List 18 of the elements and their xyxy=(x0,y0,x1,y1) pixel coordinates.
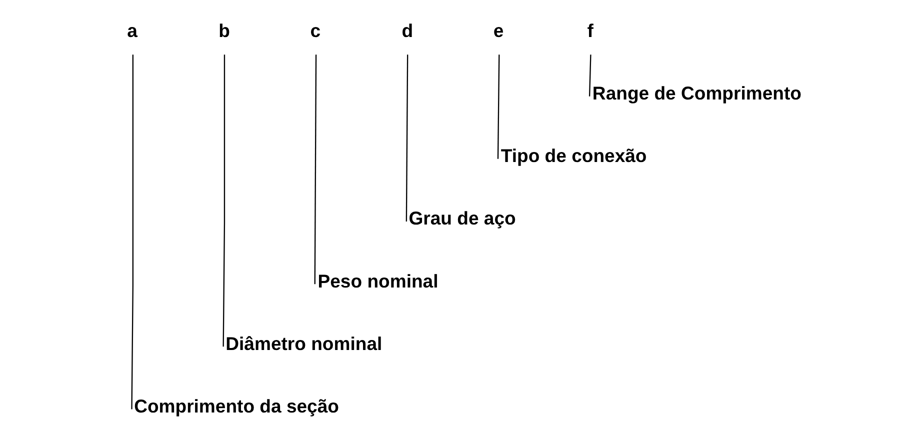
node-text: Peso nominal xyxy=(317,270,438,292)
node-text: e xyxy=(492,20,504,41)
node-text: Tipo de conexão xyxy=(500,145,646,166)
connector xyxy=(130,54,133,410)
connector xyxy=(222,54,225,347)
connector xyxy=(405,54,408,222)
node-text: Grau de aço xyxy=(408,208,516,229)
node-text: a xyxy=(126,20,137,41)
connector xyxy=(496,54,500,159)
node-text: b xyxy=(218,20,230,41)
node-text: c xyxy=(310,20,320,41)
node-text: d xyxy=(401,20,413,41)
node-text: f xyxy=(586,20,593,41)
connector xyxy=(314,54,316,284)
connector xyxy=(588,54,591,96)
node-text: Range de Comprimento xyxy=(592,82,801,104)
node-text: Diâmetro nominal xyxy=(225,332,382,354)
node-text: Comprimento da seção xyxy=(134,395,339,416)
